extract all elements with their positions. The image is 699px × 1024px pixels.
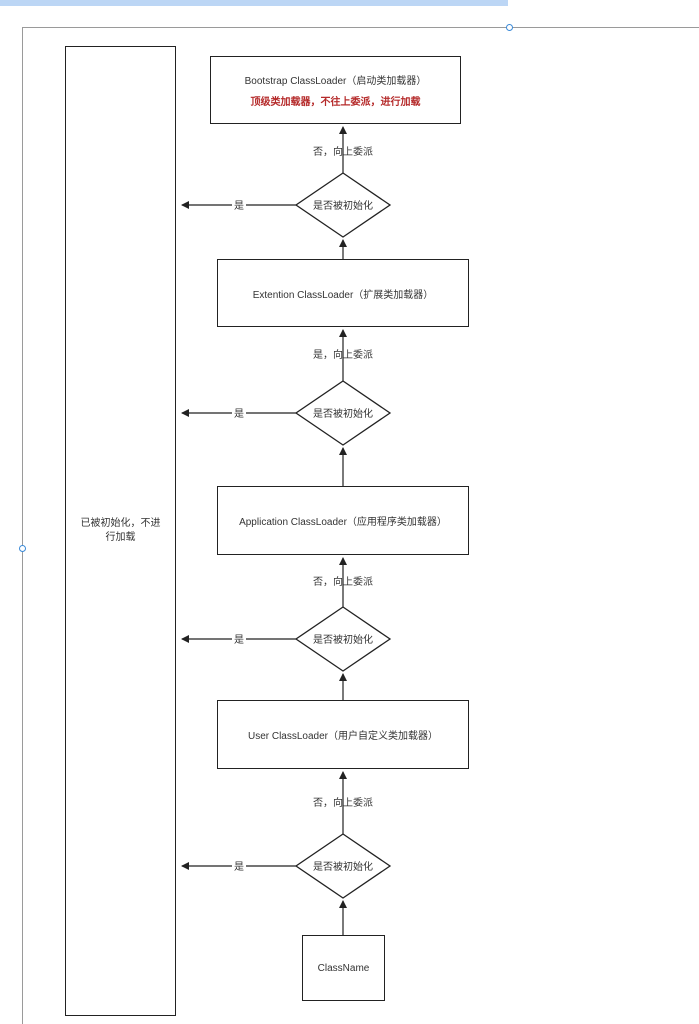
- decision-diamond[interactable]: [294, 833, 392, 899]
- decision-diamond[interactable]: [294, 606, 392, 672]
- initialized-no-load-label: 已被初始化，不进行加载: [80, 518, 161, 543]
- canvas-border-left: [22, 27, 23, 1024]
- decision-diamond[interactable]: [294, 172, 392, 238]
- resize-handle-top[interactable]: [506, 24, 513, 31]
- yes-label: 是: [234, 200, 244, 212]
- decision-label: 是否被初始化: [313, 199, 373, 212]
- user-classloader-label: User ClassLoader（用户自定义类加载器）: [247, 731, 439, 742]
- yes-label: 是: [234, 408, 244, 420]
- yes-label: 是: [234, 861, 244, 873]
- classname-label: ClassName: [317, 962, 370, 974]
- delegate-label: 是，向上委派: [313, 348, 373, 361]
- application-classloader-box[interactable]: Application ClassLoader（应用程序类加载器）: [217, 486, 469, 555]
- application-classloader-label: Application ClassLoader（应用程序类加载器）: [239, 517, 447, 528]
- top-selection-bar: [0, 0, 508, 6]
- resize-handle-left[interactable]: [19, 545, 26, 552]
- classname-box[interactable]: ClassName: [302, 935, 385, 1001]
- bootstrap-classloader-label: Bootstrap ClassLoader（启动类加载器）: [244, 76, 427, 87]
- user-classloader-box[interactable]: User ClassLoader（用户自定义类加载器）: [217, 700, 469, 769]
- decision-label: 是否被初始化: [313, 633, 373, 646]
- extension-classloader-label: Extention ClassLoader（扩展类加载器）: [252, 289, 434, 301]
- decision-diamond[interactable]: [294, 380, 392, 446]
- initialized-no-load-box[interactable]: 已被初始化，不进行加载: [65, 46, 176, 1016]
- decision-label: 是否被初始化: [313, 860, 373, 873]
- bootstrap-classloader-box[interactable]: Bootstrap ClassLoader（启动类加载器） 顶级类加载器，不往上…: [210, 56, 461, 124]
- delegate-label: 否，向上委派: [313, 145, 373, 158]
- delegate-label: 否，向上委派: [313, 575, 373, 588]
- bootstrap-note: 顶级类加载器，不往上委派，进行加载: [250, 97, 421, 108]
- delegate-label: 否，向上委派: [313, 796, 373, 809]
- decision-label: 是否被初始化: [313, 407, 373, 420]
- extension-classloader-box[interactable]: Extention ClassLoader（扩展类加载器）: [217, 259, 469, 327]
- yes-label: 是: [234, 634, 244, 646]
- canvas-border-top: [22, 27, 699, 28]
